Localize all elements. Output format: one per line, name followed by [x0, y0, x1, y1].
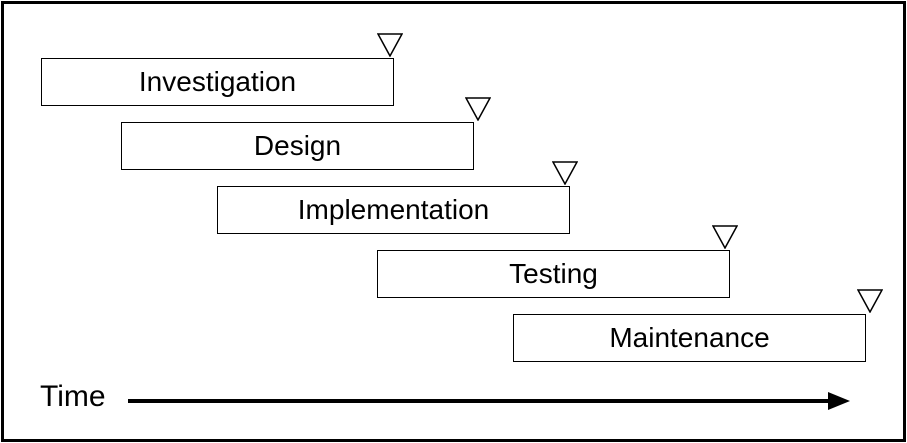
milestone-triangle-icon: [712, 225, 738, 249]
phase-box-investigation: Investigation: [41, 58, 394, 106]
phase-label-design: Design: [253, 130, 342, 161]
phase-label-maintenance: Maintenance: [609, 322, 770, 353]
time-arrow-icon: [128, 392, 850, 410]
time-axis-label: Time: [40, 380, 106, 413]
phase-label-investigation: Investigation: [138, 66, 297, 97]
milestone-triangle-icon: [465, 97, 491, 121]
milestone-triangle-icon: [857, 289, 883, 313]
phase-box-maintenance: Maintenance: [513, 314, 866, 362]
phase-box-design: Design: [121, 122, 474, 170]
milestone-triangle-icon: [552, 161, 578, 185]
milestone-triangle-icon: [377, 33, 403, 57]
phase-label-testing: Testing: [509, 258, 598, 289]
phase-label-implementation: Implementation: [297, 194, 490, 225]
phase-box-implementation: Implementation: [217, 186, 570, 234]
phase-box-testing: Testing: [377, 250, 730, 298]
